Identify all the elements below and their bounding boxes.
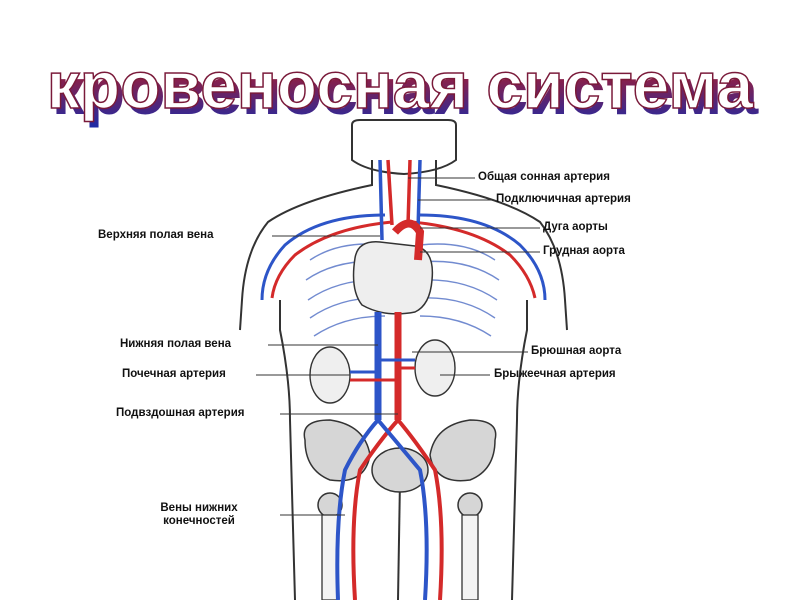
label-common-carotid: Общая сонная артерия — [478, 171, 610, 183]
leader-lines — [256, 177, 540, 516]
title-shadow: кровеносная система — [52, 54, 760, 128]
leg-bones — [321, 514, 479, 600]
label-renal-artery: Почечная артерия — [122, 368, 226, 380]
title-wordart: кровеносная система кровеносная система — [46, 47, 760, 128]
label-leg-veins: Вены нижних конечностей — [160, 502, 238, 527]
label-subclavian: Подключичная артерия — [496, 193, 631, 205]
heart — [352, 219, 434, 315]
label-iliac-artery: Подвздошная артерия — [116, 407, 245, 419]
label-superior-vena-cava: Верхняя полая вена — [98, 229, 214, 241]
label-mesenteric-artery: Брыжеечная артерия — [494, 368, 616, 380]
renal-vessels — [350, 358, 415, 382]
label-inferior-vena-cava: Нижняя полая вена — [120, 338, 232, 350]
arm-vessels — [260, 213, 547, 301]
pelvis — [303, 419, 497, 518]
leg-vessels — [335, 418, 444, 600]
main-trunk — [374, 312, 402, 420]
label-thoracic-aorta: Грудная аорта — [543, 245, 625, 257]
body-outline — [239, 119, 568, 600]
neck-vessels — [378, 159, 422, 241]
page-title: кровеносная система — [47, 48, 755, 122]
label-abdominal-aorta: Брюшная аорта — [531, 345, 622, 357]
kidneys — [309, 339, 456, 404]
label-aortic-arch: Дуга аорты — [543, 221, 608, 233]
